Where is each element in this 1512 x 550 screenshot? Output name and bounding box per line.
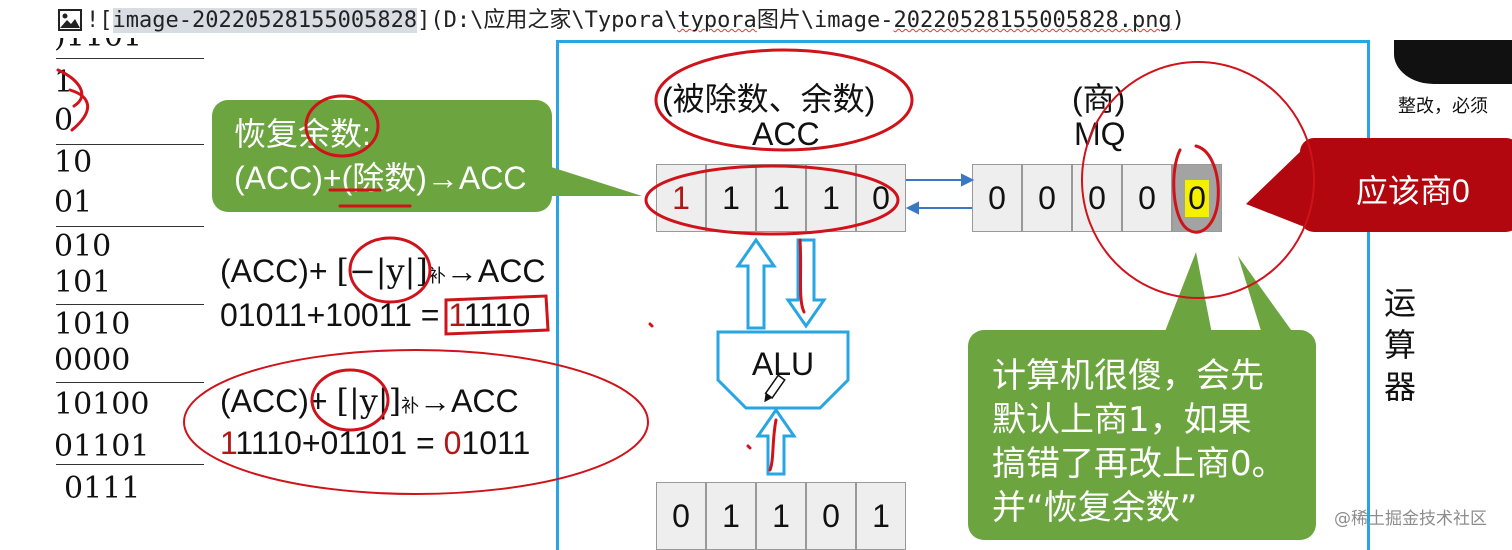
acc-caption: (被除数、余数) [662, 81, 876, 117]
acc-bit: 1 [756, 164, 806, 232]
divider-line [56, 464, 204, 465]
markdown-image-link[interactable]: ![image-20220528155005828](D:\应用之家\Typor… [86, 4, 1185, 38]
left-row: 0 [54, 103, 74, 138]
divisor-bit: 0 [806, 482, 856, 550]
arithmetic-unit-label: 运算器 [1384, 284, 1417, 406]
left-row: 0000 [54, 343, 131, 378]
left-row: 1 [54, 65, 74, 100]
divider-line [56, 226, 204, 227]
eq-rest: 1011 [461, 425, 531, 461]
eq-left: 01011+10011 = [220, 297, 449, 333]
left-row: )1101 [54, 38, 142, 54]
selected-alt-text[interactable]: image-20220528155005828 [112, 8, 418, 33]
formula-sub: 补 [427, 266, 446, 286]
md-tail: 图片\image- [756, 8, 894, 33]
divisor-bit: 0 [656, 482, 706, 550]
arithmetic-unit-panel [556, 40, 1370, 550]
formula-subtract: (ACC)+ [−|y|]补→ACC [220, 252, 545, 295]
left-row: 10100 [54, 387, 150, 422]
formula-suffix: →ACC [445, 253, 546, 289]
divisor-bit: 1 [706, 482, 756, 550]
equation-subtract: 01011+10011 = 11110 [220, 296, 530, 334]
divider-line [56, 382, 204, 383]
cropped-corner-image [1394, 40, 1512, 84]
formula-prefix: (ACC)+ [220, 383, 337, 419]
callout-text: 应该商0 [1356, 173, 1470, 209]
equation-add: 11110+01101 = 01011 [220, 424, 530, 462]
mq-bit: 0 [1072, 164, 1122, 232]
divider-line [56, 304, 204, 305]
acc-bit: 1 [806, 164, 856, 232]
quotient-zero-callout: 应该商0 [1300, 138, 1512, 232]
mq-quotient-value: 0 [1185, 179, 1209, 217]
eq-mid: 1110+01101 = [235, 425, 444, 461]
mq-caption: (商) [1072, 81, 1126, 117]
corner-note: 整改，必须 [1398, 96, 1488, 117]
image-icon [58, 9, 82, 31]
divisor-bit: 1 [756, 482, 806, 550]
mq-register: 0 0 0 0 0 [972, 164, 1222, 232]
mq-bit: 0 [1022, 164, 1072, 232]
formula-suffix: →ACC [419, 383, 519, 419]
acc-bit: 0 [856, 164, 906, 232]
bubble-line: 默认上商1，如果 [992, 400, 1252, 440]
bubble-line: 计算机很傻，会先 [992, 356, 1264, 396]
left-row: 01 [54, 185, 93, 220]
md-prefix: ![ [86, 8, 113, 33]
formula-sub: 补 [401, 396, 420, 416]
md-path-word: typora [677, 8, 757, 33]
mq-label: MQ [1074, 116, 1126, 152]
eq-rest: 1110 [463, 297, 531, 333]
left-row: 10 [54, 145, 93, 180]
bubble-line: 并“恢复余数” [992, 488, 1198, 528]
bubble-line: 恢复余数: [234, 116, 371, 152]
eq-sign-bit: 1 [220, 425, 236, 461]
left-row: 01101 [54, 429, 150, 464]
md-mid: ](D:\应用之家\Typora\ [417, 8, 678, 33]
divisor-register: 0 1 1 0 1 [656, 482, 906, 550]
md-close: ) [1171, 8, 1185, 33]
bubble-line: (ACC)+(除数)→ACC [234, 160, 527, 196]
acc-bit: 1 [706, 164, 756, 232]
markdown-source-line[interactable]: ![image-20220528155005828](D:\应用之家\Typor… [0, 0, 1512, 40]
eq-sign-bit: 1 [448, 297, 464, 333]
left-row: 101 [54, 265, 112, 300]
explanation-bubble: 计算机很傻，会先 默认上商1，如果 搞错了再改上商0。 并“恢复余数” [968, 330, 1316, 540]
mq-quotient-bit: 0 [1172, 164, 1222, 232]
formula-add: (ACC)+ [|y|]补→ACC [220, 382, 519, 425]
divider-line [56, 144, 204, 145]
left-row: 010 [54, 229, 112, 264]
mq-bit: 0 [972, 164, 1022, 232]
left-row: 1010 [54, 307, 131, 342]
divider-line [56, 58, 204, 59]
left-row: 0111 [64, 471, 141, 506]
formula-prefix: (ACC)+ [220, 253, 337, 289]
bubble-line: 搞错了再改上商0。 [992, 444, 1286, 484]
formula-bracket: [|y|] [336, 382, 402, 420]
acc-label: ACC [752, 116, 820, 152]
watermark: @稀土掘金技术社区 [1334, 509, 1487, 529]
divisor-bit: 1 [856, 482, 906, 550]
eq-result-sign: 0 [443, 425, 462, 461]
md-file-name: 20220528155005828.png [893, 8, 1172, 33]
mq-bit: 0 [1122, 164, 1172, 232]
formula-bracket: [−|y|] [336, 252, 428, 290]
acc-bit: 1 [656, 164, 706, 232]
left-division-column [0, 40, 205, 544]
alu-label: ALU [751, 346, 815, 382]
acc-register: 1 1 1 1 0 [656, 164, 906, 232]
restore-remainder-bubble: 恢复余数: (ACC)+(除数)→ACC [212, 100, 552, 212]
